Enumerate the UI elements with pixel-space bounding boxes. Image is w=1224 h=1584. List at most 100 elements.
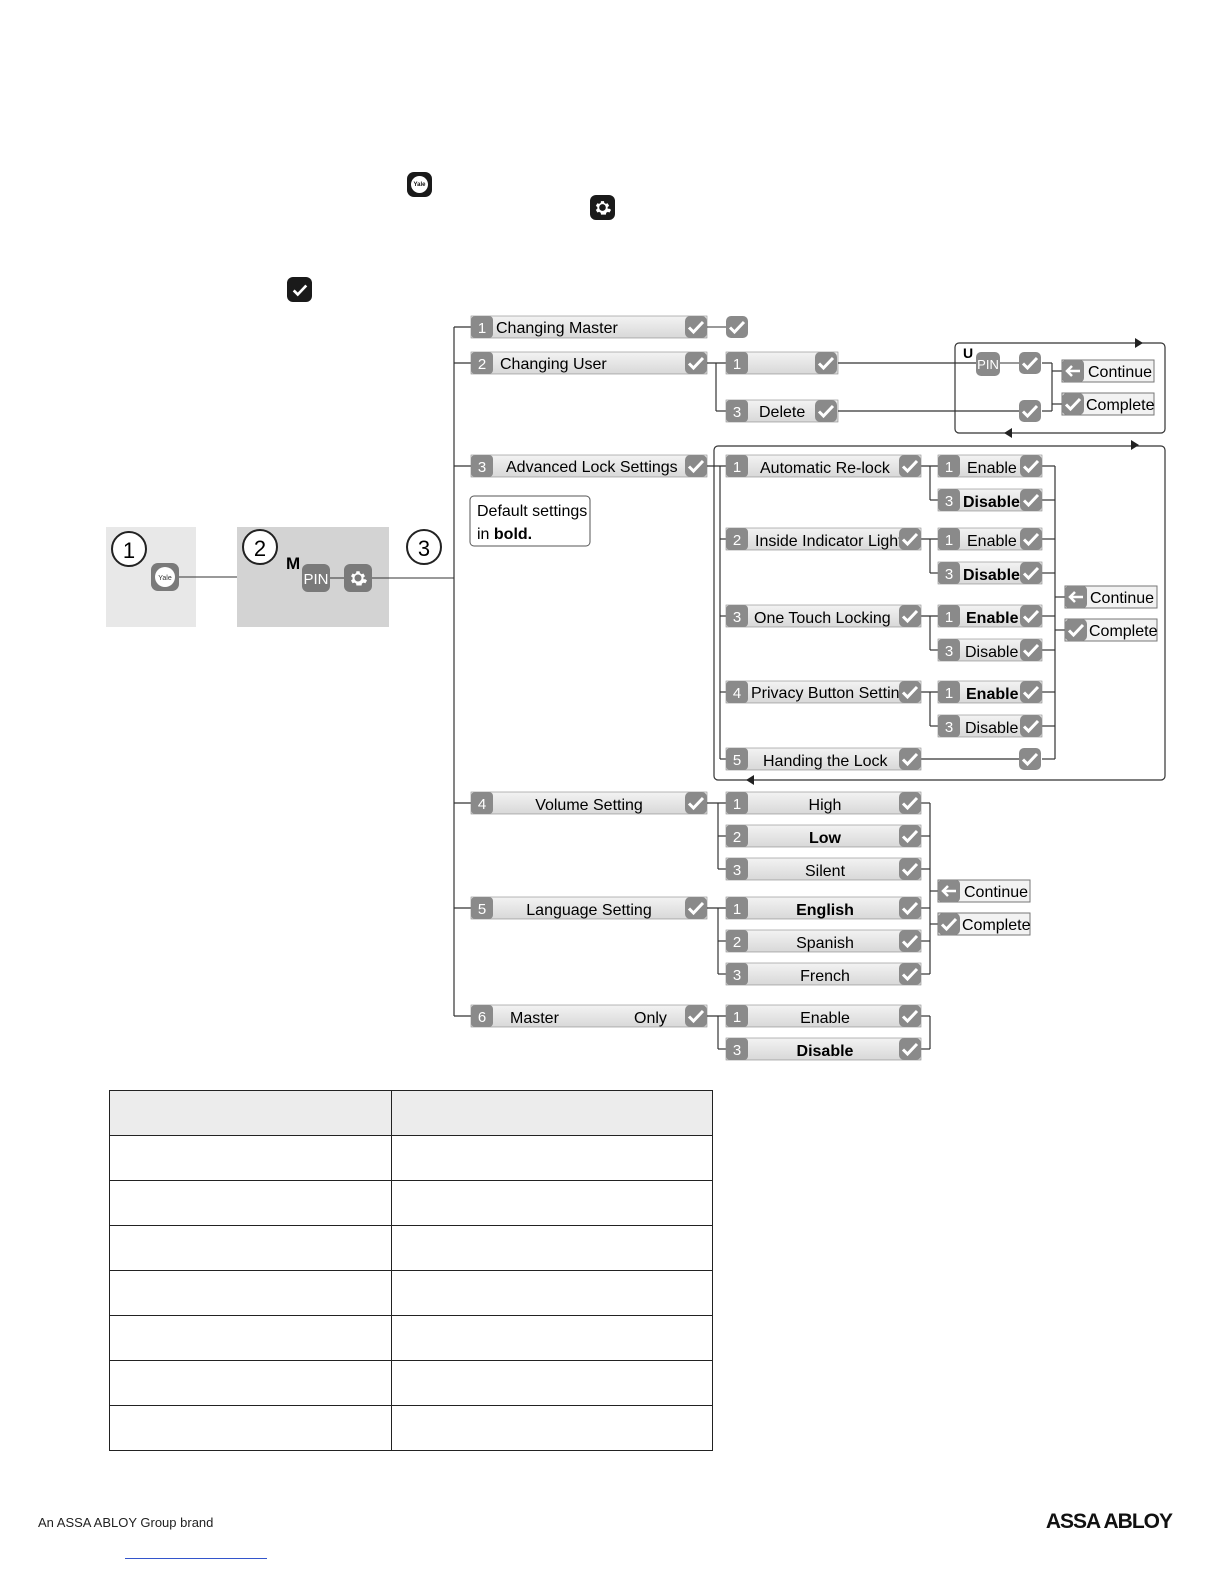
svg-text:3: 3	[945, 566, 953, 583]
adv-item-privacy-button-setting: 4 Privacy Button Setting	[725, 679, 923, 705]
svg-text:Low: Low	[809, 830, 842, 847]
step3-number: 3	[418, 536, 430, 561]
svg-text:3: 3	[733, 967, 741, 984]
svg-text:French: French	[800, 968, 850, 985]
svg-text:1: 1	[733, 1009, 741, 1026]
svg-text:Spanish: Spanish	[796, 935, 854, 952]
assa-abloy-logo: ASSA ABLOY	[1045, 1510, 1173, 1533]
svg-text:High: High	[809, 797, 842, 814]
complete-option-advanced: Complete	[1063, 617, 1158, 643]
svg-text:Advanced Lock Settings: Advanced Lock Settings	[506, 459, 678, 476]
brand-note: An ASSA ABLOY Group brand	[38, 1515, 214, 1530]
table-row	[109, 1360, 713, 1406]
step2-number: 2	[254, 536, 266, 561]
user-pin-key: PIN	[977, 357, 999, 372]
svg-text:Enable: Enable	[966, 686, 1019, 703]
svg-text:3: 3	[945, 719, 953, 736]
svg-text:Changing Master: Changing Master	[496, 320, 619, 337]
language-spanish: 2 Spanish	[725, 928, 923, 954]
svg-text:One Touch Locking: One Touch Locking	[754, 610, 891, 627]
svg-text:4: 4	[733, 685, 741, 702]
yale-button-icon: Yale	[407, 172, 432, 197]
svg-text:Changing User: Changing User	[500, 356, 607, 373]
svg-text:5: 5	[478, 901, 486, 918]
settings-table	[109, 1090, 713, 1451]
table-row	[109, 1135, 713, 1181]
complete-option-user: Complete	[1060, 391, 1155, 417]
continue-option-user: Continue	[1061, 359, 1155, 383]
svg-text:5: 5	[733, 752, 741, 769]
menu-item-master-only: 6 Master Only	[470, 1003, 709, 1029]
svg-text:Complete: Complete	[1086, 397, 1155, 414]
menu-item-advanced-lock-settings: 3 Advanced Lock Settings	[470, 453, 709, 479]
svg-text:2: 2	[733, 829, 741, 846]
svg-text:Complete: Complete	[1089, 623, 1158, 640]
adv-option-relock-enable: 1 Enable	[937, 453, 1044, 479]
svg-text:Inside Indicator Light: Inside Indicator Light	[755, 533, 903, 550]
svg-text:Automatic Re-lock: Automatic Re-lock	[760, 460, 891, 477]
svg-text:Volume Setting: Volume Setting	[535, 797, 643, 814]
svg-text:1: 1	[945, 532, 953, 549]
svg-text:3: 3	[733, 609, 741, 626]
svg-text:2: 2	[733, 934, 741, 951]
table-header-cell	[391, 1090, 713, 1136]
svg-text:Silent: Silent	[805, 863, 846, 880]
user-sub-add: 1	[725, 350, 839, 376]
svg-text:Privacy Button Setting: Privacy Button Setting	[751, 685, 908, 702]
table-row	[109, 1270, 713, 1316]
menu-flow-diagram: 1 Yale 2 M PIN 3 1 Changing Master	[106, 314, 1166, 1062]
language-french: 3 French	[725, 961, 923, 987]
master-only-disable: 3 Disable	[725, 1036, 923, 1062]
yale-label: Yale	[411, 176, 428, 193]
svg-text:Disable: Disable	[797, 1043, 854, 1060]
default-settings-note: Default settings in bold.	[469, 495, 591, 547]
gear-key-icon	[344, 564, 372, 592]
table-row	[109, 1315, 713, 1361]
table-row	[109, 1405, 713, 1451]
footer-link-underline[interactable]	[125, 1558, 267, 1559]
adv-item-automatic-relock: 1 Automatic Re-lock	[725, 453, 923, 479]
gear-icon	[590, 195, 615, 220]
adv-item-one-touch-locking: 3 One Touch Locking	[725, 603, 923, 629]
adv-option-onetouch-enable: 1 Enable	[937, 603, 1044, 629]
adv-option-indicator-enable: 1 Enable	[937, 526, 1044, 552]
svg-text:6: 6	[478, 1009, 486, 1026]
svg-text:4: 4	[478, 796, 486, 813]
menu-item-changing-master: 1 Changing Master	[470, 314, 709, 340]
svg-text:1: 1	[733, 901, 741, 918]
svg-text:Only: Only	[634, 1010, 667, 1027]
table-row	[109, 1180, 713, 1226]
step1-number: 1	[123, 538, 135, 563]
svg-text:Enable: Enable	[967, 533, 1017, 550]
check-icon	[287, 277, 312, 302]
continue-option-volume-language: Continue	[937, 879, 1031, 903]
menu-item-language-setting: 5 Language Setting	[470, 895, 709, 921]
adv-option-privacy-disable: 3 Disable	[937, 713, 1044, 739]
user-sub-delete: 3 Delete	[725, 398, 839, 424]
svg-text:Enable: Enable	[800, 1010, 850, 1027]
menu-item-volume-setting: 4 Volume Setting	[470, 790, 709, 816]
master-only-enable: 1 Enable	[725, 1003, 923, 1029]
svg-text:Delete: Delete	[759, 404, 805, 421]
svg-text:2: 2	[478, 356, 486, 373]
adv-item-inside-indicator-light: 2 Inside Indicator Light	[725, 526, 923, 552]
svg-text:Continue: Continue	[1088, 364, 1152, 381]
adv-option-indicator-disable: 3 Disable	[937, 560, 1044, 586]
svg-text:Handing the Lock: Handing the Lock	[763, 753, 889, 770]
svg-text:Continue: Continue	[964, 884, 1028, 901]
adv-item-handing-the-lock: 5 Handing the Lock	[725, 746, 923, 772]
svg-text:Enable: Enable	[967, 460, 1017, 477]
svg-text:1: 1	[945, 609, 953, 626]
adv-option-onetouch-disable: 3 Disable	[937, 637, 1044, 663]
language-english: 1 English	[725, 895, 923, 921]
svg-text:Disable: Disable	[963, 494, 1020, 511]
svg-text:Disable: Disable	[965, 644, 1018, 661]
svg-text:3: 3	[478, 459, 486, 476]
svg-text:Disable: Disable	[963, 567, 1020, 584]
svg-text:Continue: Continue	[1090, 590, 1154, 607]
volume-high: 1 High	[725, 790, 923, 816]
svg-text:1: 1	[733, 796, 741, 813]
svg-text:3: 3	[733, 404, 741, 421]
table-header-row	[109, 1090, 713, 1136]
adv-option-privacy-enable: 1 Enable	[937, 679, 1044, 705]
